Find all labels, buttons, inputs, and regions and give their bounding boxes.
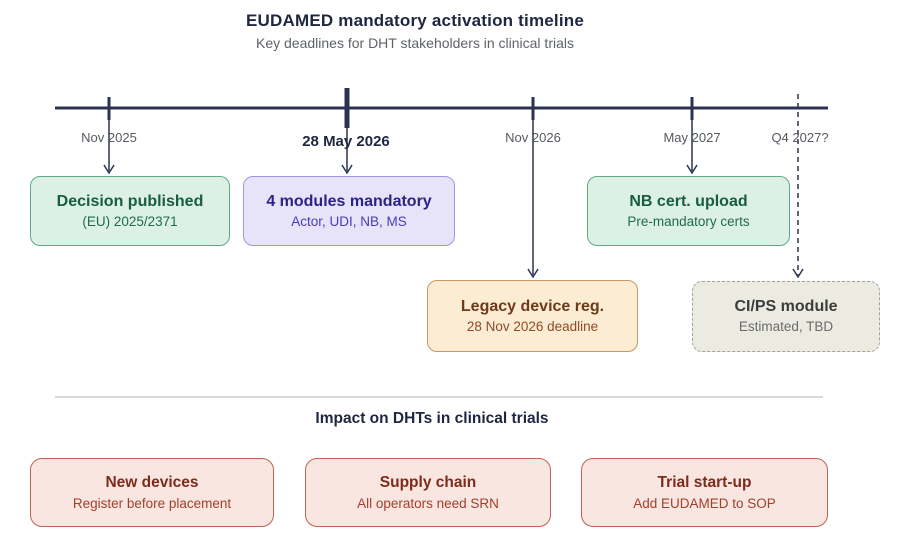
milestone-title: CI/PS module [734, 298, 838, 316]
milestone-4-modules-mandatory: 4 modules mandatory Actor, UDI, NB, MS [243, 176, 455, 246]
page-subtitle: Key deadlines for DHT stakeholders in cl… [256, 35, 574, 51]
tick-label-q4-2027: Q4 2027? [771, 130, 829, 145]
milestone-subtitle: Actor, UDI, NB, MS [291, 213, 407, 229]
impact-title: New devices [105, 474, 199, 491]
milestone-subtitle: Pre-mandatory certs [627, 213, 750, 229]
timeline-graphic [55, 88, 828, 279]
impact-subtitle: Register before placement [72, 495, 232, 511]
tick-label-nov-2025: Nov 2025 [81, 130, 137, 145]
impact-heading: Impact on DHTs in clinical trials [315, 410, 549, 427]
arrowhead-may-2027 [686, 164, 698, 175]
arrowhead-q4-2027 [792, 268, 804, 279]
impact-trial-start-up: Trial start-up Add EUDAMED to SOP [581, 458, 828, 527]
milestone-decision-published: Decision published (EU) 2025/2371 [30, 176, 230, 246]
impact-new-devices: New devices Register before placement [30, 458, 274, 527]
impact-subtitle: All operators need SRN [357, 495, 499, 511]
impact-supply-chain: Supply chain All operators need SRN [305, 458, 551, 527]
impact-title: Supply chain [379, 474, 477, 491]
page-title: EUDAMED mandatory activation timeline [245, 11, 585, 30]
impact-subtitle: Add EUDAMED to SOP [633, 495, 776, 511]
milestone-nb-cert-upload: NB cert. upload Pre-mandatory certs [587, 176, 790, 246]
arrowhead-28-may-2026 [341, 164, 353, 175]
milestone-legacy-device-reg: Legacy device reg. 28 Nov 2026 deadline [427, 280, 638, 352]
milestone-title: 4 modules mandatory [266, 192, 432, 210]
tick-label-nov-2026: Nov 2026 [505, 130, 561, 145]
arrowhead-nov-2025 [103, 164, 115, 175]
milestone-title: NB cert. upload [629, 192, 748, 210]
tick-label-may-2027: May 2027 [663, 130, 721, 145]
tick-label-28-may-2026: 28 May 2026 [302, 133, 390, 150]
milestone-subtitle: Estimated, TBD [738, 319, 834, 335]
arrowhead-nov-2026 [527, 268, 539, 279]
impact-title: Trial start-up [657, 474, 752, 491]
milestone-subtitle: (EU) 2025/2371 [82, 213, 178, 229]
milestone-cips-module: CI/PS module Estimated, TBD [692, 281, 880, 352]
milestone-title: Decision published [56, 192, 204, 210]
milestone-subtitle: 28 Nov 2026 deadline [466, 318, 599, 334]
milestone-title: Legacy device reg. [460, 297, 605, 315]
section-divider [55, 396, 823, 398]
